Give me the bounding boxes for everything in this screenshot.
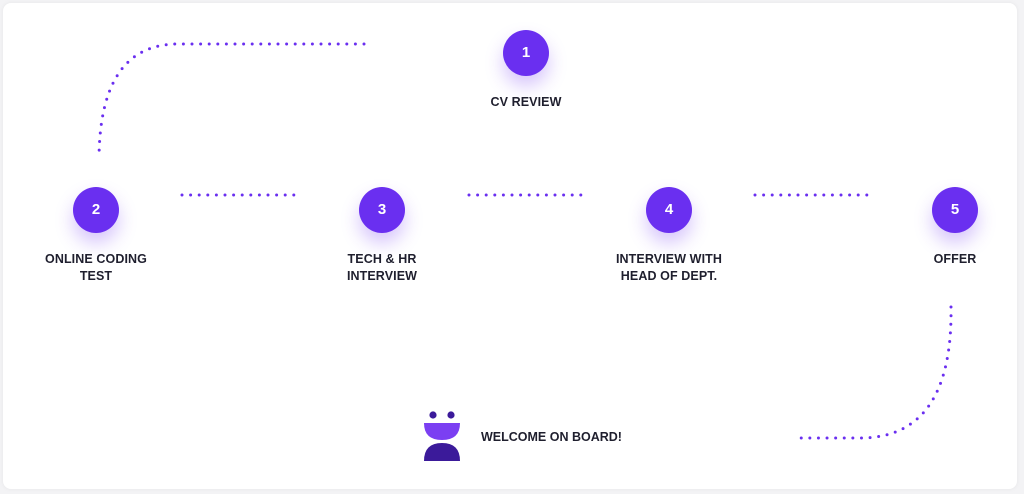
smiley-logo-icon xyxy=(422,410,462,462)
step-cv-review: 1 CV REVIEW xyxy=(446,30,606,111)
step-number-badge: 5 xyxy=(932,187,978,233)
step-interview-head-of-dept: 4 INTERVIEW WITH HEAD OF DEPT. xyxy=(589,187,749,285)
step-number-badge: 2 xyxy=(73,187,119,233)
step-label: INTERVIEW WITH HEAD OF DEPT. xyxy=(615,252,723,283)
step-label: ONLINE CODING TEST xyxy=(45,252,147,283)
welcome-text: WELCOME ON BOARD! xyxy=(481,430,622,444)
step-online-coding-test: 2 ONLINE CODING TEST xyxy=(16,187,176,285)
step-number-badge: 4 xyxy=(646,187,692,233)
step-label: TECH & HR INTERVIEW xyxy=(346,252,418,283)
step-tech-hr-interview: 3 TECH & HR INTERVIEW xyxy=(302,187,462,285)
step-number-badge: 1 xyxy=(503,30,549,76)
step-label: OFFER xyxy=(933,252,977,266)
welcome-on-board: WELCOME ON BOARD! xyxy=(422,410,622,462)
step-number-badge: 3 xyxy=(359,187,405,233)
step-offer: 5 OFFER xyxy=(875,187,1024,268)
step-label: CV REVIEW xyxy=(490,95,562,109)
